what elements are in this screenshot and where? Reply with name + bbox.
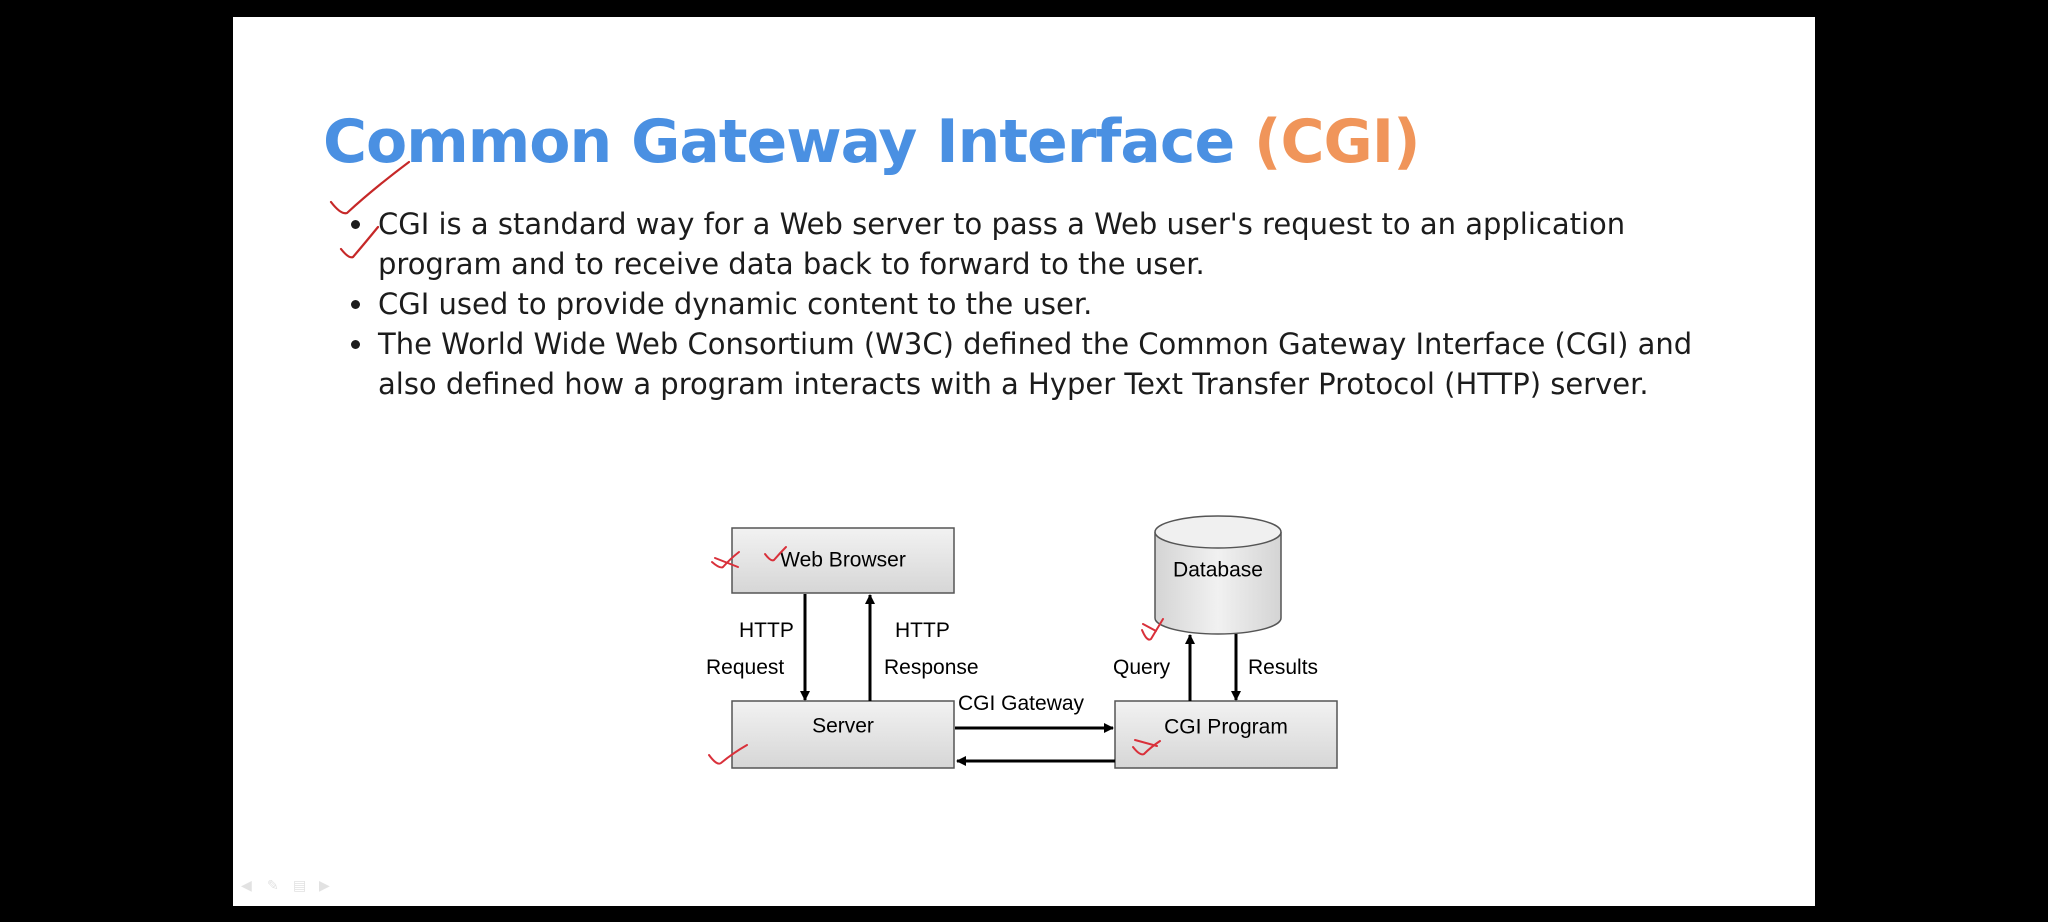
- check-mark-annotation-icon: [764, 546, 787, 562]
- pen-icon[interactable]: ✎: [267, 877, 279, 893]
- bullet-item: CGI is a standard way for a Web server t…: [351, 204, 1758, 284]
- cgi-gateway-label: CGI Gateway: [958, 692, 1085, 715]
- web-browser-label: Web Browser: [780, 549, 906, 572]
- database-node: Database: [1154, 515, 1282, 635]
- title-acronym: (CGI): [1254, 107, 1420, 177]
- server-label: Server: [812, 715, 874, 738]
- bullet-item: The World Wide Web Consortium (W3C) defi…: [351, 324, 1758, 404]
- http-response-label-line1: HTTP: [895, 619, 950, 642]
- check-mark-annotation-icon: [329, 160, 411, 215]
- next-slide-icon[interactable]: ▶: [319, 877, 330, 893]
- title-main: Common Gateway Interface: [323, 107, 1235, 177]
- check-mark-annotation-icon: [1141, 618, 1164, 641]
- database-label: Database: [1173, 559, 1263, 582]
- bullet-item: CGI used to provide dynamic content to t…: [351, 284, 1758, 324]
- server-node: Server: [731, 700, 955, 769]
- menu-icon[interactable]: ▤: [293, 877, 307, 893]
- slide: Common Gateway Interface (CGI) CGI is a …: [233, 17, 1815, 906]
- results-label: Results: [1248, 656, 1318, 679]
- cgi-diagram: Web Browser Server CGI Program Database: [329, 160, 1338, 769]
- check-mark-annotation-icon: [339, 225, 380, 259]
- check-mark-annotation-icon: [1132, 739, 1161, 756]
- prev-slide-icon[interactable]: ◀: [241, 877, 252, 893]
- http-request-label-line1: HTTP: [739, 619, 794, 642]
- slide-title: Common Gateway Interface (CGI): [323, 107, 1421, 177]
- web-browser-node: Web Browser: [731, 527, 955, 594]
- query-label: Query: [1113, 656, 1171, 679]
- check-mark-annotation-icon: [711, 551, 740, 569]
- check-mark-annotation-icon: [708, 744, 748, 765]
- cgi-program-label: CGI Program: [1164, 716, 1288, 739]
- cgi-program-node: CGI Program: [1114, 700, 1338, 769]
- bullet-list: CGI is a standard way for a Web server t…: [351, 204, 1758, 404]
- http-response-label-line2: Response: [884, 656, 979, 679]
- http-request-label-line2: Request: [706, 656, 784, 679]
